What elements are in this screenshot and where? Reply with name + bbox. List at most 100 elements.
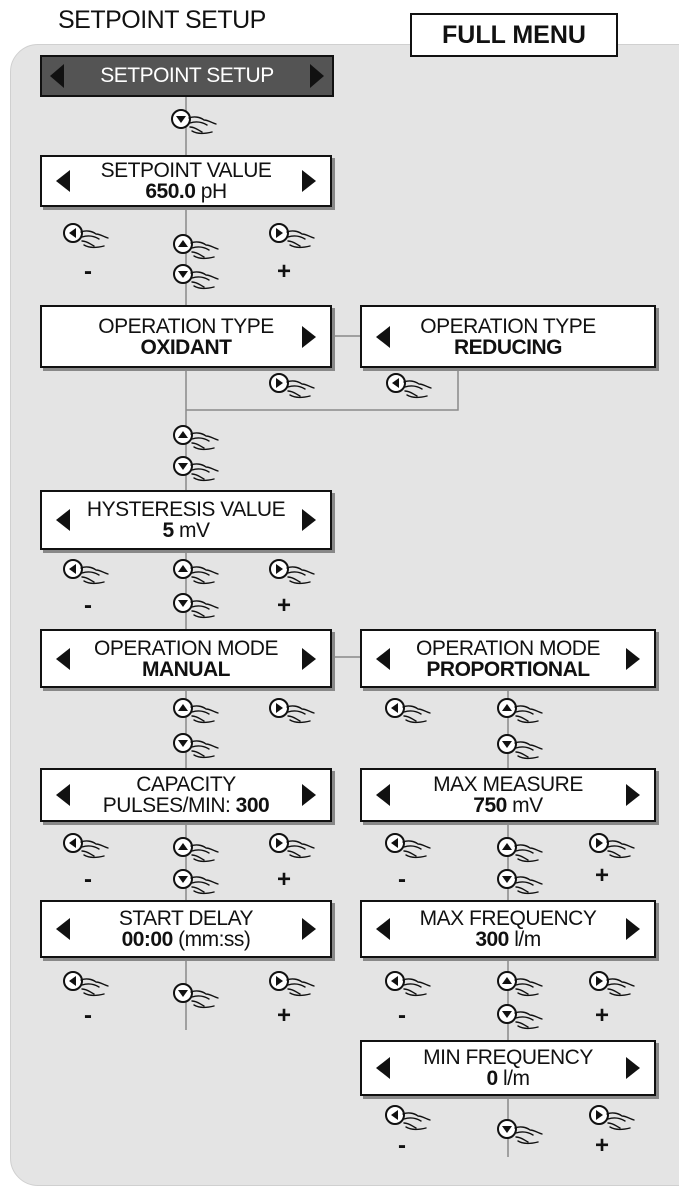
left-arrow-icon <box>376 918 390 940</box>
left-press-button[interactable] <box>62 558 109 588</box>
right-arrow-icon <box>302 170 316 192</box>
operation-mode-manual-box[interactable]: OPERATION MODE MANUAL <box>40 629 332 688</box>
left-press-button[interactable] <box>384 1104 431 1134</box>
box-title: START DELAY <box>118 907 254 930</box>
hysteresis-value-box[interactable]: HYSTERESIS VALUE 5 mV <box>40 490 332 550</box>
right-arrow-icon <box>302 918 316 940</box>
box-value-line: 650.0 pH <box>145 180 227 203</box>
left-press-button[interactable] <box>384 970 431 1000</box>
left-arrow-icon <box>56 918 70 940</box>
up-press-button[interactable] <box>172 424 219 454</box>
right-press-button[interactable] <box>268 697 315 727</box>
left-press-button[interactable] <box>62 832 109 862</box>
right-press-button[interactable] <box>268 558 315 588</box>
left-arrow-icon <box>56 170 70 192</box>
hand-press-right-icon <box>589 1105 635 1131</box>
right-press-button[interactable] <box>588 970 635 1000</box>
hand-press-down-icon <box>173 593 219 619</box>
box-value: MANUAL <box>142 657 230 681</box>
right-arrow-icon <box>302 325 316 348</box>
up-press-button[interactable] <box>496 836 543 866</box>
box-value: REDUCING <box>453 335 563 359</box>
hand-press-left-icon <box>63 971 109 997</box>
up-press-button[interactable] <box>496 970 543 1000</box>
down-press-button[interactable] <box>496 868 543 898</box>
setpoint-value-box[interactable]: SETPOINT VALUE 650.0 pH <box>40 155 332 207</box>
left-press-button[interactable] <box>62 222 109 252</box>
hand-press-left-icon <box>386 373 432 399</box>
hand-press-right-icon <box>269 833 315 859</box>
start-delay-unit: (mm:ss) <box>172 928 251 951</box>
hand-press-up-icon <box>497 837 543 863</box>
minus-label: - <box>84 258 92 285</box>
hand-press-left-icon <box>63 833 109 859</box>
down-press-button[interactable] <box>172 732 219 762</box>
up-press-button[interactable] <box>172 836 219 866</box>
box-value: OXIDANT <box>140 335 233 359</box>
left-press-button[interactable] <box>62 970 109 1000</box>
operation-mode-proportional-box[interactable]: OPERATION MODE PROPORTIONAL <box>360 629 656 688</box>
capacity-box[interactable]: CAPACITY PULSES/MIN: 300 <box>40 768 332 822</box>
down-press-button[interactable] <box>172 982 219 1012</box>
start-delay-box[interactable]: START DELAY 00:00 (mm:ss) <box>40 900 332 958</box>
max-measure-box[interactable]: MAX MEASURE 750 mV <box>360 768 656 822</box>
right-arrow-icon <box>310 64 324 88</box>
box-value-line: 750 mV <box>473 795 543 816</box>
box-value: PROPORTIONAL <box>426 657 590 681</box>
up-press-button[interactable] <box>172 233 219 263</box>
minus-label: - <box>84 1002 92 1029</box>
right-press-button[interactable] <box>588 832 635 862</box>
down-press-button[interactable] <box>496 1003 543 1033</box>
hand-press-right-icon <box>269 223 315 249</box>
down-press-button[interactable] <box>496 733 543 763</box>
operation-type-reducing-box[interactable]: OPERATION TYPE REDUCING <box>360 305 656 368</box>
left-press-button[interactable] <box>384 832 431 862</box>
minus-label: - <box>398 1132 406 1159</box>
header-label: SETPOINT SETUP <box>100 64 274 87</box>
box-value-line: 300 l/m <box>475 928 541 951</box>
box-value-line: 0 l/m <box>486 1068 530 1089</box>
right-press-button[interactable] <box>588 1104 635 1134</box>
plus-label: + <box>594 862 609 889</box>
plus-label: + <box>594 1002 609 1029</box>
hand-press-up-icon <box>173 837 219 863</box>
box-title: MAX MEASURE <box>433 773 583 796</box>
down-press-button[interactable] <box>172 263 219 293</box>
right-press-button[interactable] <box>268 832 315 862</box>
plus-label: + <box>276 866 291 893</box>
max-frequency-box[interactable]: MAX FREQUENCY 300 l/m <box>360 900 656 958</box>
hand-press-down-icon <box>173 733 219 759</box>
min-frequency-box[interactable]: MIN FREQUENCY 0 l/m <box>360 1040 656 1096</box>
right-press-button[interactable] <box>268 222 315 252</box>
left-press-button[interactable] <box>385 372 432 402</box>
down-press-button[interactable] <box>170 108 217 138</box>
left-press-button[interactable] <box>384 697 431 727</box>
hand-press-up-icon <box>173 698 219 724</box>
box-title: HYSTERESIS VALUE <box>86 498 286 521</box>
up-press-button[interactable] <box>172 558 219 588</box>
up-press-button[interactable] <box>172 697 219 727</box>
down-press-button[interactable] <box>172 868 219 898</box>
max-frequency-unit: l/m <box>508 928 541 951</box>
full-menu-label: FULL MENU <box>410 13 618 57</box>
setpoint-setup-header[interactable]: SETPOINT SETUP <box>40 55 334 97</box>
page-title: SETPOINT SETUP <box>58 6 266 34</box>
hand-press-left-icon <box>385 971 431 997</box>
left-arrow-icon <box>50 64 64 88</box>
hand-press-down-icon <box>497 734 543 760</box>
hand-press-left-icon <box>385 698 431 724</box>
down-press-button[interactable] <box>172 455 219 485</box>
hand-press-left-icon <box>385 1105 431 1131</box>
hand-press-down-icon <box>173 264 219 290</box>
operation-type-oxidant-box[interactable]: OPERATION TYPE OXIDANT <box>40 305 332 368</box>
down-press-button[interactable] <box>172 592 219 622</box>
right-press-button[interactable] <box>268 970 315 1000</box>
down-press-button[interactable] <box>496 1118 543 1148</box>
up-press-button[interactable] <box>496 697 543 727</box>
right-press-button[interactable] <box>268 372 315 402</box>
setpoint-unit: pH <box>195 180 227 203</box>
hand-press-down-icon <box>497 1004 543 1030</box>
left-arrow-icon <box>376 325 390 348</box>
start-delay-value: 00:00 <box>121 928 174 951</box>
box-title: MAX FREQUENCY <box>419 907 597 930</box>
